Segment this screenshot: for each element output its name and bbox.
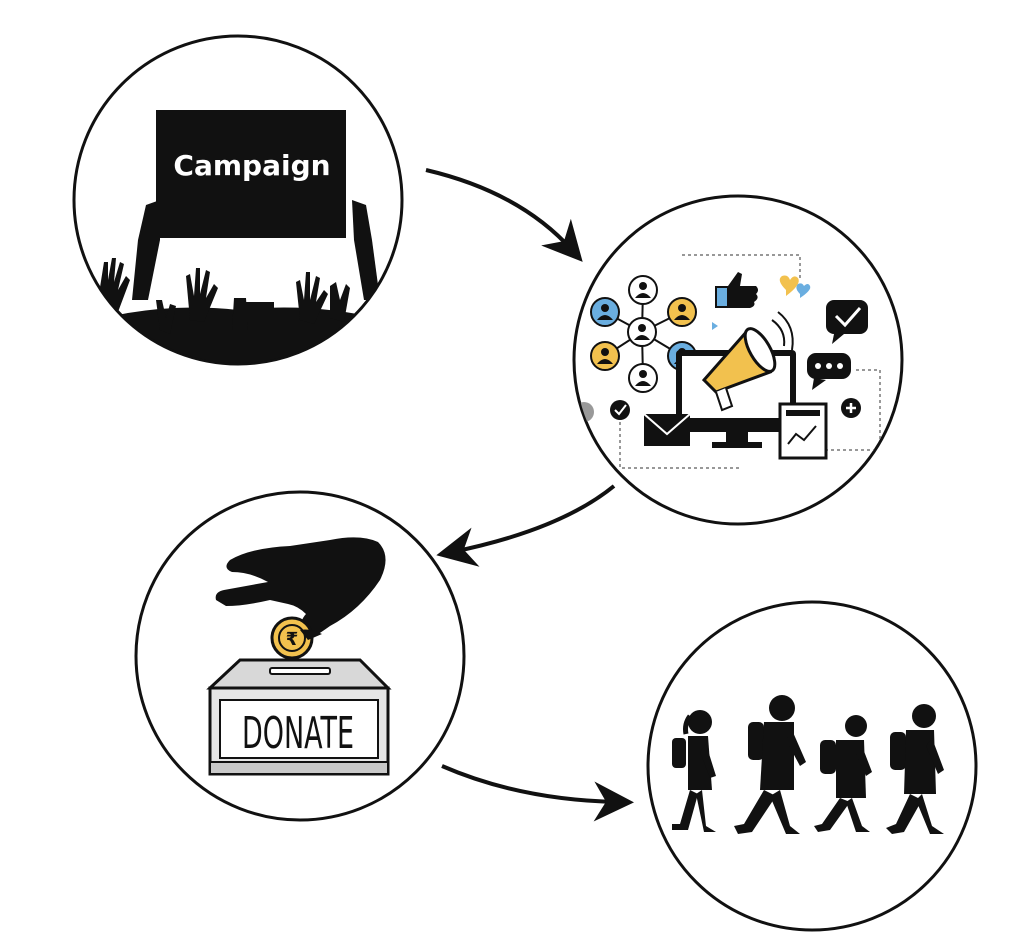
child-silhouette	[734, 695, 806, 834]
step-donation: ₹ DONATE	[134, 490, 466, 822]
child-silhouette	[814, 715, 872, 832]
social-media-megaphone-icon	[575, 254, 881, 469]
child-silhouette	[886, 704, 944, 834]
arrow-outreach-to-donation	[436, 484, 616, 567]
school-children-icon	[672, 695, 944, 834]
child-silhouette	[672, 710, 716, 832]
step-campaign: Campaign	[72, 34, 404, 366]
donation-box-icon: ₹	[206, 537, 392, 776]
arrow-campaign-to-outreach	[425, 168, 583, 262]
arrow-donation-to-education	[441, 764, 634, 822]
donate-box-label: DONATE	[242, 708, 354, 759]
step-digital-outreach	[572, 194, 904, 526]
svg-text:₹: ₹	[286, 629, 299, 650]
campaign-sign-label: Campaign	[173, 149, 330, 182]
step-education	[646, 600, 978, 932]
